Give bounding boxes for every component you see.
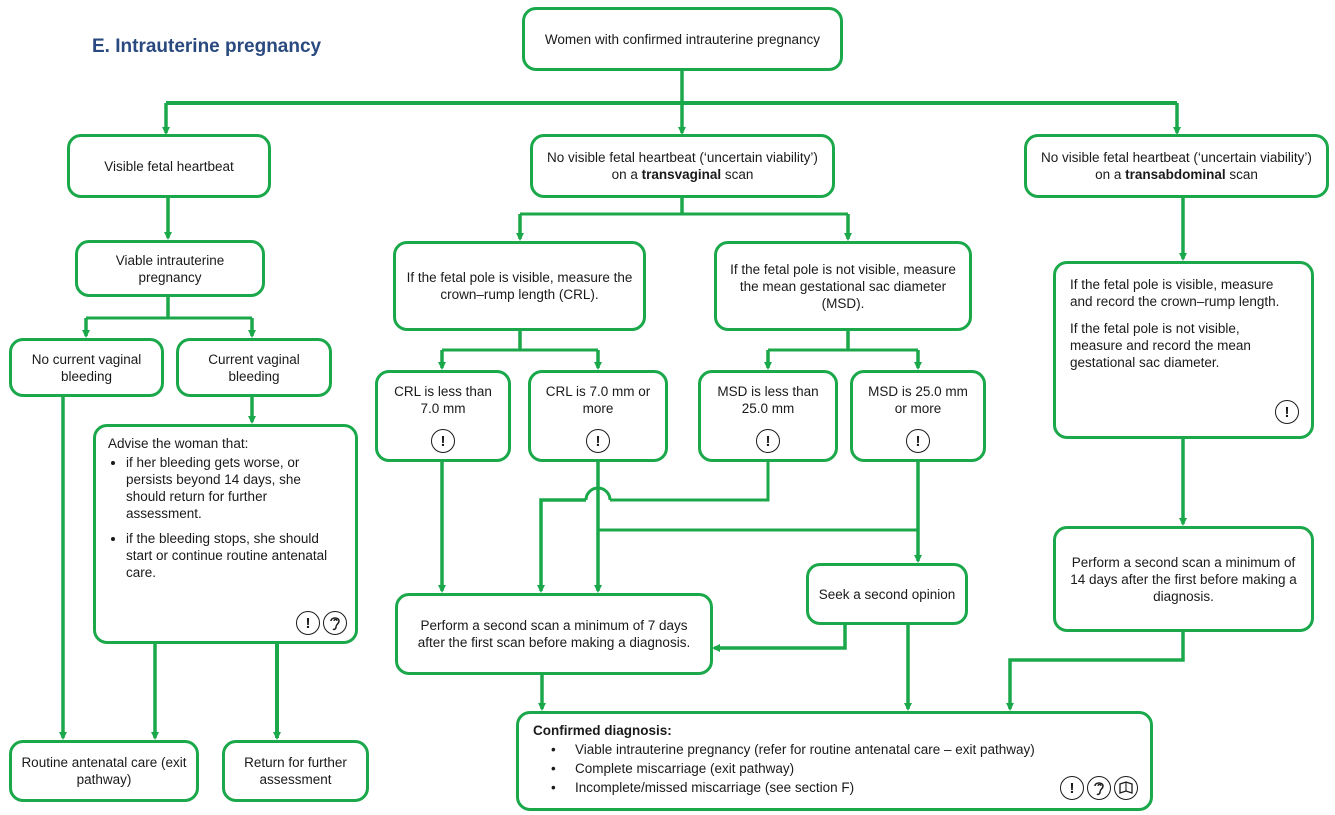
- node-bleeding: Current vaginal bleeding: [176, 338, 332, 397]
- node-second-opinion: Seek a second opinion: [806, 563, 968, 625]
- node-pole-visible-text: If the fetal pole is visible, measure th…: [406, 270, 633, 302]
- node-confirmed: Confirmed diagnosis: Viable intrauterine…: [516, 711, 1153, 811]
- node-visible-heartbeat-text: Visible fetal heartbeat: [104, 158, 234, 174]
- node-transabdominal-text: No visible fetal heartbeat (‘uncertain v…: [1041, 150, 1312, 182]
- node-no-bleeding-text: No current vaginal bleeding: [31, 351, 142, 384]
- confirmed-item: Viable intrauterine pregnancy (refer for…: [551, 741, 1136, 758]
- node-second-scan-7-text: Perform a second scan a minimum of 7 day…: [417, 618, 691, 650]
- node-msd-more: MSD is 25.0 mm or more !: [850, 370, 986, 462]
- ta-measure-icons: !: [1275, 400, 1299, 424]
- node-pole-not-visible-text: If the fetal pole is not visible, measur…: [730, 261, 956, 311]
- node-visible-heartbeat: Visible fetal heartbeat: [67, 134, 271, 198]
- page-title: E. Intrauterine pregnancy: [92, 36, 322, 57]
- confirmed-title: Confirmed diagnosis:: [533, 723, 672, 738]
- node-msd-less: MSD is less than 25.0 mm !: [698, 370, 838, 462]
- advise-item: if her bleeding gets worse, or persists …: [126, 454, 343, 522]
- node-second-scan-14-text: Perform a second scan a minimum of 14 da…: [1070, 554, 1297, 604]
- advise-item: if the bleeding stops, she should start …: [126, 530, 343, 581]
- confirmed-icons: !: [1060, 776, 1138, 800]
- node-advise: Advise the woman that: if her bleeding g…: [93, 424, 358, 644]
- node-return-text: Return for further assessment: [244, 755, 347, 787]
- ta-measure-visible: If the fetal pole is visible, measure an…: [1070, 277, 1280, 309]
- book-icon: [1114, 776, 1138, 800]
- node-crl-less: CRL is less than 7.0 mm !: [375, 370, 511, 462]
- alert-icon: !: [906, 429, 930, 453]
- connector-arrow: [1006, 632, 1185, 711]
- node-pole-not-visible: If the fetal pole is not visible, measur…: [714, 241, 972, 331]
- connector-arrow: [537, 498, 586, 593]
- advise-title: Advise the woman that:: [108, 436, 249, 451]
- alert-icon: !: [296, 611, 320, 635]
- node-transvaginal: No visible fetal heartbeat (‘uncertain v…: [530, 134, 835, 198]
- confirmed-item: Incomplete/missed miscarriage (see secti…: [551, 779, 1136, 796]
- node-second-opinion-text: Seek a second opinion: [818, 586, 956, 602]
- transabdominal-emphasis: transabdominal: [1125, 167, 1226, 182]
- transvaginal-emphasis: transvaginal: [641, 167, 722, 182]
- node-crl-less-text: CRL is less than 7.0 mm: [394, 384, 492, 416]
- advise-icons: !: [296, 611, 347, 635]
- node-msd-more-text: MSD is 25.0 mm or more: [868, 384, 968, 416]
- node-transabdominal: No visible fetal heartbeat (‘uncertain v…: [1024, 134, 1329, 198]
- confirmed-item: Complete miscarriage (exit pathway): [551, 760, 1136, 777]
- node-transvaginal-text: No visible fetal heartbeat (‘uncertain v…: [547, 150, 818, 182]
- node-no-bleeding: No current vaginal bleeding: [9, 338, 164, 397]
- alert-icon: !: [431, 429, 455, 453]
- connector-hop: [584, 486, 612, 501]
- node-crl-more-text: CRL is 7.0 mm or more: [545, 384, 651, 416]
- node-viable: Viable intrauterine pregnancy: [75, 240, 265, 297]
- ta-measure-not-visible: If the fetal pole is not visible, measur…: [1070, 321, 1251, 370]
- node-pole-visible: If the fetal pole is visible, measure th…: [393, 241, 646, 331]
- node-routine-text: Routine antenatal care (exit pathway): [21, 755, 187, 787]
- node-viable-text: Viable intrauterine pregnancy: [115, 252, 225, 285]
- node-ta-measure: If the fetal pole is visible, measure an…: [1053, 261, 1314, 439]
- node-crl-more: CRL is 7.0 mm or more !: [528, 370, 668, 462]
- node-msd-less-text: MSD is less than 25.0 mm: [717, 384, 819, 416]
- node-return: Return for further assessment: [222, 740, 369, 802]
- node-routine: Routine antenatal care (exit pathway): [9, 740, 199, 802]
- node-root-text: Women with confirmed intrauterine pregna…: [544, 31, 821, 47]
- alert-icon: !: [756, 429, 780, 453]
- alert-icon: !: [1275, 400, 1299, 424]
- node-root: Women with confirmed intrauterine pregna…: [522, 7, 843, 71]
- ear-icon: [1087, 776, 1111, 800]
- alert-icon: !: [586, 429, 610, 453]
- ear-icon: [323, 611, 347, 635]
- node-second-scan-14: Perform a second scan a minimum of 14 da…: [1053, 526, 1314, 632]
- alert-icon: !: [1060, 776, 1084, 800]
- connector-arrow: [712, 625, 847, 652]
- node-bleeding-text: Current vaginal bleeding: [208, 351, 300, 384]
- node-second-scan-7: Perform a second scan a minimum of 7 day…: [395, 593, 713, 675]
- connector-line: [610, 462, 770, 502]
